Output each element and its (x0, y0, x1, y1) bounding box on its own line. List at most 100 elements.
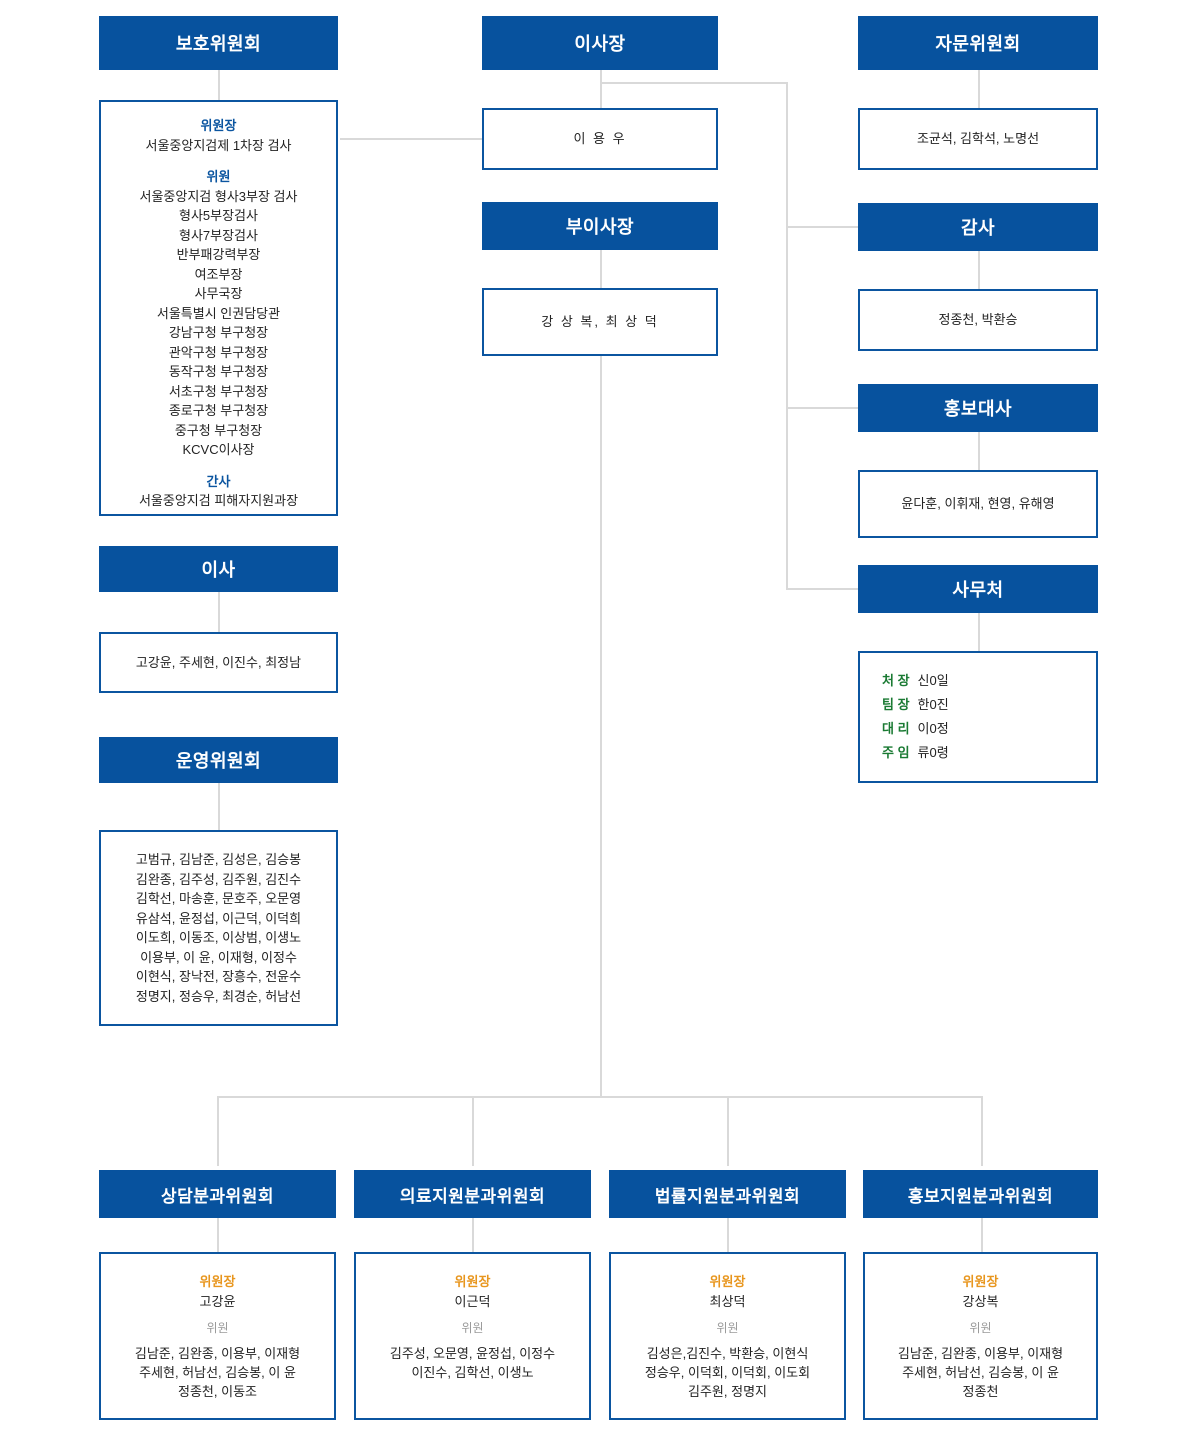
protection-secretary-value: 서울중앙지검 피해자지원과장 (138, 493, 299, 508)
node-header-protection-committee[interactable]: 보호위원회 (99, 16, 338, 70)
subcommittee-member-line: 김성은,김진수, 박환승, 이현식 (646, 1346, 809, 1361)
node-header-auditor[interactable]: 감사 (858, 203, 1098, 251)
secretariat-staff-name: 이0정 (917, 721, 949, 736)
node-header-subcommittee-4[interactable]: 홍보지원분과위원회 (863, 1170, 1098, 1218)
steering-member-line: 유삼석, 윤정섭, 이근덕, 이덕희 (135, 910, 302, 926)
node-header-steering-committee[interactable]: 운영위원회 (99, 737, 338, 783)
ambassador-members: 윤다훈, 이휘재, 현영, 유해영 (901, 496, 1055, 512)
node-header-subcommittee-3[interactable]: 법률지원분과위원회 (609, 1170, 846, 1218)
steering-member-line: 김학선, 마송훈, 문호주, 오문영 (135, 891, 302, 906)
connector-line (217, 1218, 219, 1252)
subcommittee-chair-label: 위원장 (454, 1274, 491, 1289)
subcommittee-member-line: 이진수, 김학선, 이생노 (411, 1364, 534, 1380)
subcommittee-members-label: 위원 (716, 1321, 739, 1335)
secretariat-staff-name: 한0진 (917, 696, 949, 712)
subcommittee-chair-name: 강상복 (962, 1293, 999, 1309)
chairman-name: 이 용 우 (573, 131, 627, 147)
node-header-director[interactable]: 이사 (99, 546, 338, 592)
protection-member-line: 형사7부장검사 (178, 227, 258, 243)
secretariat-staff-title: 팀 장 (882, 696, 910, 712)
subcommittee-member-line: 주세현, 허남선, 김승봉, 이 윤 (139, 1364, 296, 1380)
connector-line (600, 250, 602, 288)
connector-line (217, 1096, 983, 1098)
vice-chairman-name: 강 상 복, 최 상 덕 (541, 314, 659, 330)
auditor-members: 정종천, 박환승 (938, 312, 1018, 328)
protection-chair-label: 위원장 (200, 118, 237, 133)
steering-member-line: 이도희, 이동조, 이상범, 이생노 (135, 930, 302, 945)
connector-line (978, 70, 980, 108)
secretariat-staff-row: 팀 장 한0진 (882, 693, 949, 717)
protection-member-line: KCVC이사장 (182, 442, 255, 457)
connector-line (981, 1218, 983, 1252)
secretariat-staff-row: 처 장 신0일 (882, 669, 949, 693)
node-header-ambassador[interactable]: 홍보대사 (858, 384, 1098, 432)
connector-line (786, 588, 858, 590)
subcommittee-members-label: 위원 (206, 1321, 229, 1335)
connector-line (472, 1218, 474, 1252)
subcommittee-member-line: 정종천, 이동조 (178, 1383, 257, 1399)
connector-line (472, 1096, 474, 1166)
secretariat-staff-name: 류0령 (917, 745, 949, 761)
subcommittee-chair-label: 위원장 (962, 1274, 999, 1289)
node-header-vice-chairman[interactable]: 부이사장 (482, 202, 718, 250)
protection-member-line: 동작구청 부구청장 (168, 364, 269, 379)
steering-member-line: 김완종, 김주성, 김주원, 김진수 (135, 871, 302, 887)
node-header-advisory-committee[interactable]: 자문위원회 (858, 16, 1098, 70)
connector-line (218, 70, 220, 100)
connector-line (978, 432, 980, 470)
subcommittee-members-label: 위원 (969, 1321, 992, 1335)
subcommittee-chair-name: 이근덕 (454, 1293, 491, 1309)
protection-secretary-label: 간사 (206, 473, 231, 489)
secretariat-staff-name: 신0일 (917, 672, 949, 688)
connector-line (218, 783, 220, 830)
connector-line (786, 407, 858, 409)
node-header-secretariat[interactable]: 사무처 (858, 565, 1098, 613)
node-body-auditor: 정종천, 박환승 (858, 289, 1098, 351)
secretariat-staff-title: 대 리 (882, 721, 910, 736)
steering-member-line: 정명지, 정승우, 최경순, 허남선 (135, 988, 302, 1004)
connector-line (600, 82, 788, 84)
connector-line (978, 251, 980, 289)
connector-line (727, 1096, 729, 1166)
subcommittee-member-line: 김남준, 김완종, 이용부, 이재형 (134, 1346, 301, 1361)
protection-member-line: 서울중앙지검 형사3부장 검사 (139, 188, 298, 204)
subcommittee-chair-name: 고강윤 (199, 1293, 236, 1309)
protection-member-line: 종로구청 부구청장 (168, 403, 269, 418)
connector-line (786, 82, 788, 590)
subcommittee-member-line: 주세현, 허남선, 김승봉, 이 윤 (902, 1364, 1059, 1380)
advisory-members: 조균석, 김학석, 노명선 (916, 131, 1040, 147)
subcommittee-member-line: 김주원, 정명지 (688, 1383, 767, 1399)
protection-member-line: 형사5부장검사 (178, 208, 258, 223)
protection-member-line: 여조부장 (194, 266, 243, 282)
node-body-chairman: 이 용 우 (482, 108, 718, 170)
node-body-vice-chairman: 강 상 복, 최 상 덕 (482, 288, 718, 356)
node-header-chairman[interactable]: 이사장 (482, 16, 718, 70)
node-header-subcommittee-1[interactable]: 상담분과위원회 (99, 1170, 336, 1218)
connector-line (981, 1096, 983, 1166)
subcommittee-member-line: 정종천 (962, 1383, 999, 1399)
protection-member-line: 강남구청 부구청장 (168, 325, 269, 340)
protection-member-line: 반부패강력부장 (176, 247, 261, 262)
node-body-advisory-committee: 조균석, 김학석, 노명선 (858, 108, 1098, 170)
connector-line (217, 1096, 219, 1166)
connector-line (727, 1218, 729, 1252)
director-members: 고강윤, 주세현, 이진수, 최정남 (135, 654, 302, 670)
node-body-ambassador: 윤다훈, 이휘재, 현영, 유해영 (858, 470, 1098, 538)
subcommittee-member-line: 김주성, 오문영, 윤정섭, 이정수 (389, 1346, 556, 1361)
node-body-director: 고강윤, 주세현, 이진수, 최정남 (99, 632, 338, 693)
secretariat-staff-title: 처 장 (882, 672, 910, 688)
connector-line (600, 70, 602, 108)
node-header-subcommittee-2[interactable]: 의료지원분과위원회 (354, 1170, 591, 1218)
protection-member-line: 사무국장 (194, 286, 243, 301)
